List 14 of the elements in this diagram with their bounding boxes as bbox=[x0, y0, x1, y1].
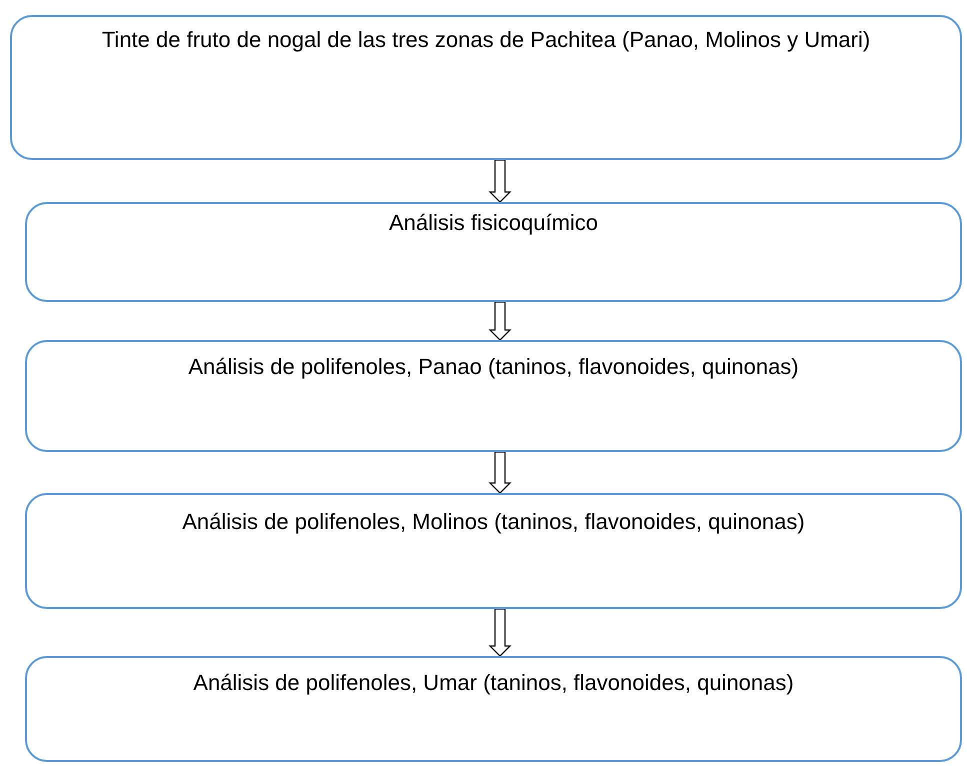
box-text: Análisis fisicoquímico bbox=[388, 209, 600, 237]
process-box bbox=[25, 340, 962, 452]
box-text: Análisis de polifenoles, Molinos (taninos, flavonoides, quinonas) bbox=[181, 508, 806, 536]
process-box bbox=[25, 656, 962, 762]
box-text: Tinte de fruto de nogal de las tres zonas de Pachitea (Panao, Molinos y Umari) bbox=[100, 26, 872, 54]
process-box bbox=[25, 493, 962, 609]
box-text: Análisis de polifenoles, Umar (taninos, flavonoides, quinonas) bbox=[192, 669, 795, 697]
process-box bbox=[25, 202, 962, 302]
process-box bbox=[10, 15, 962, 160]
block-arrow bbox=[488, 608, 512, 657]
box-text: Análisis de polifenoles, Panao (taninos, flavonoides, quinonas) bbox=[187, 353, 800, 381]
block-arrow bbox=[488, 451, 512, 494]
block-arrow bbox=[488, 159, 512, 203]
block-arrow bbox=[488, 301, 512, 341]
